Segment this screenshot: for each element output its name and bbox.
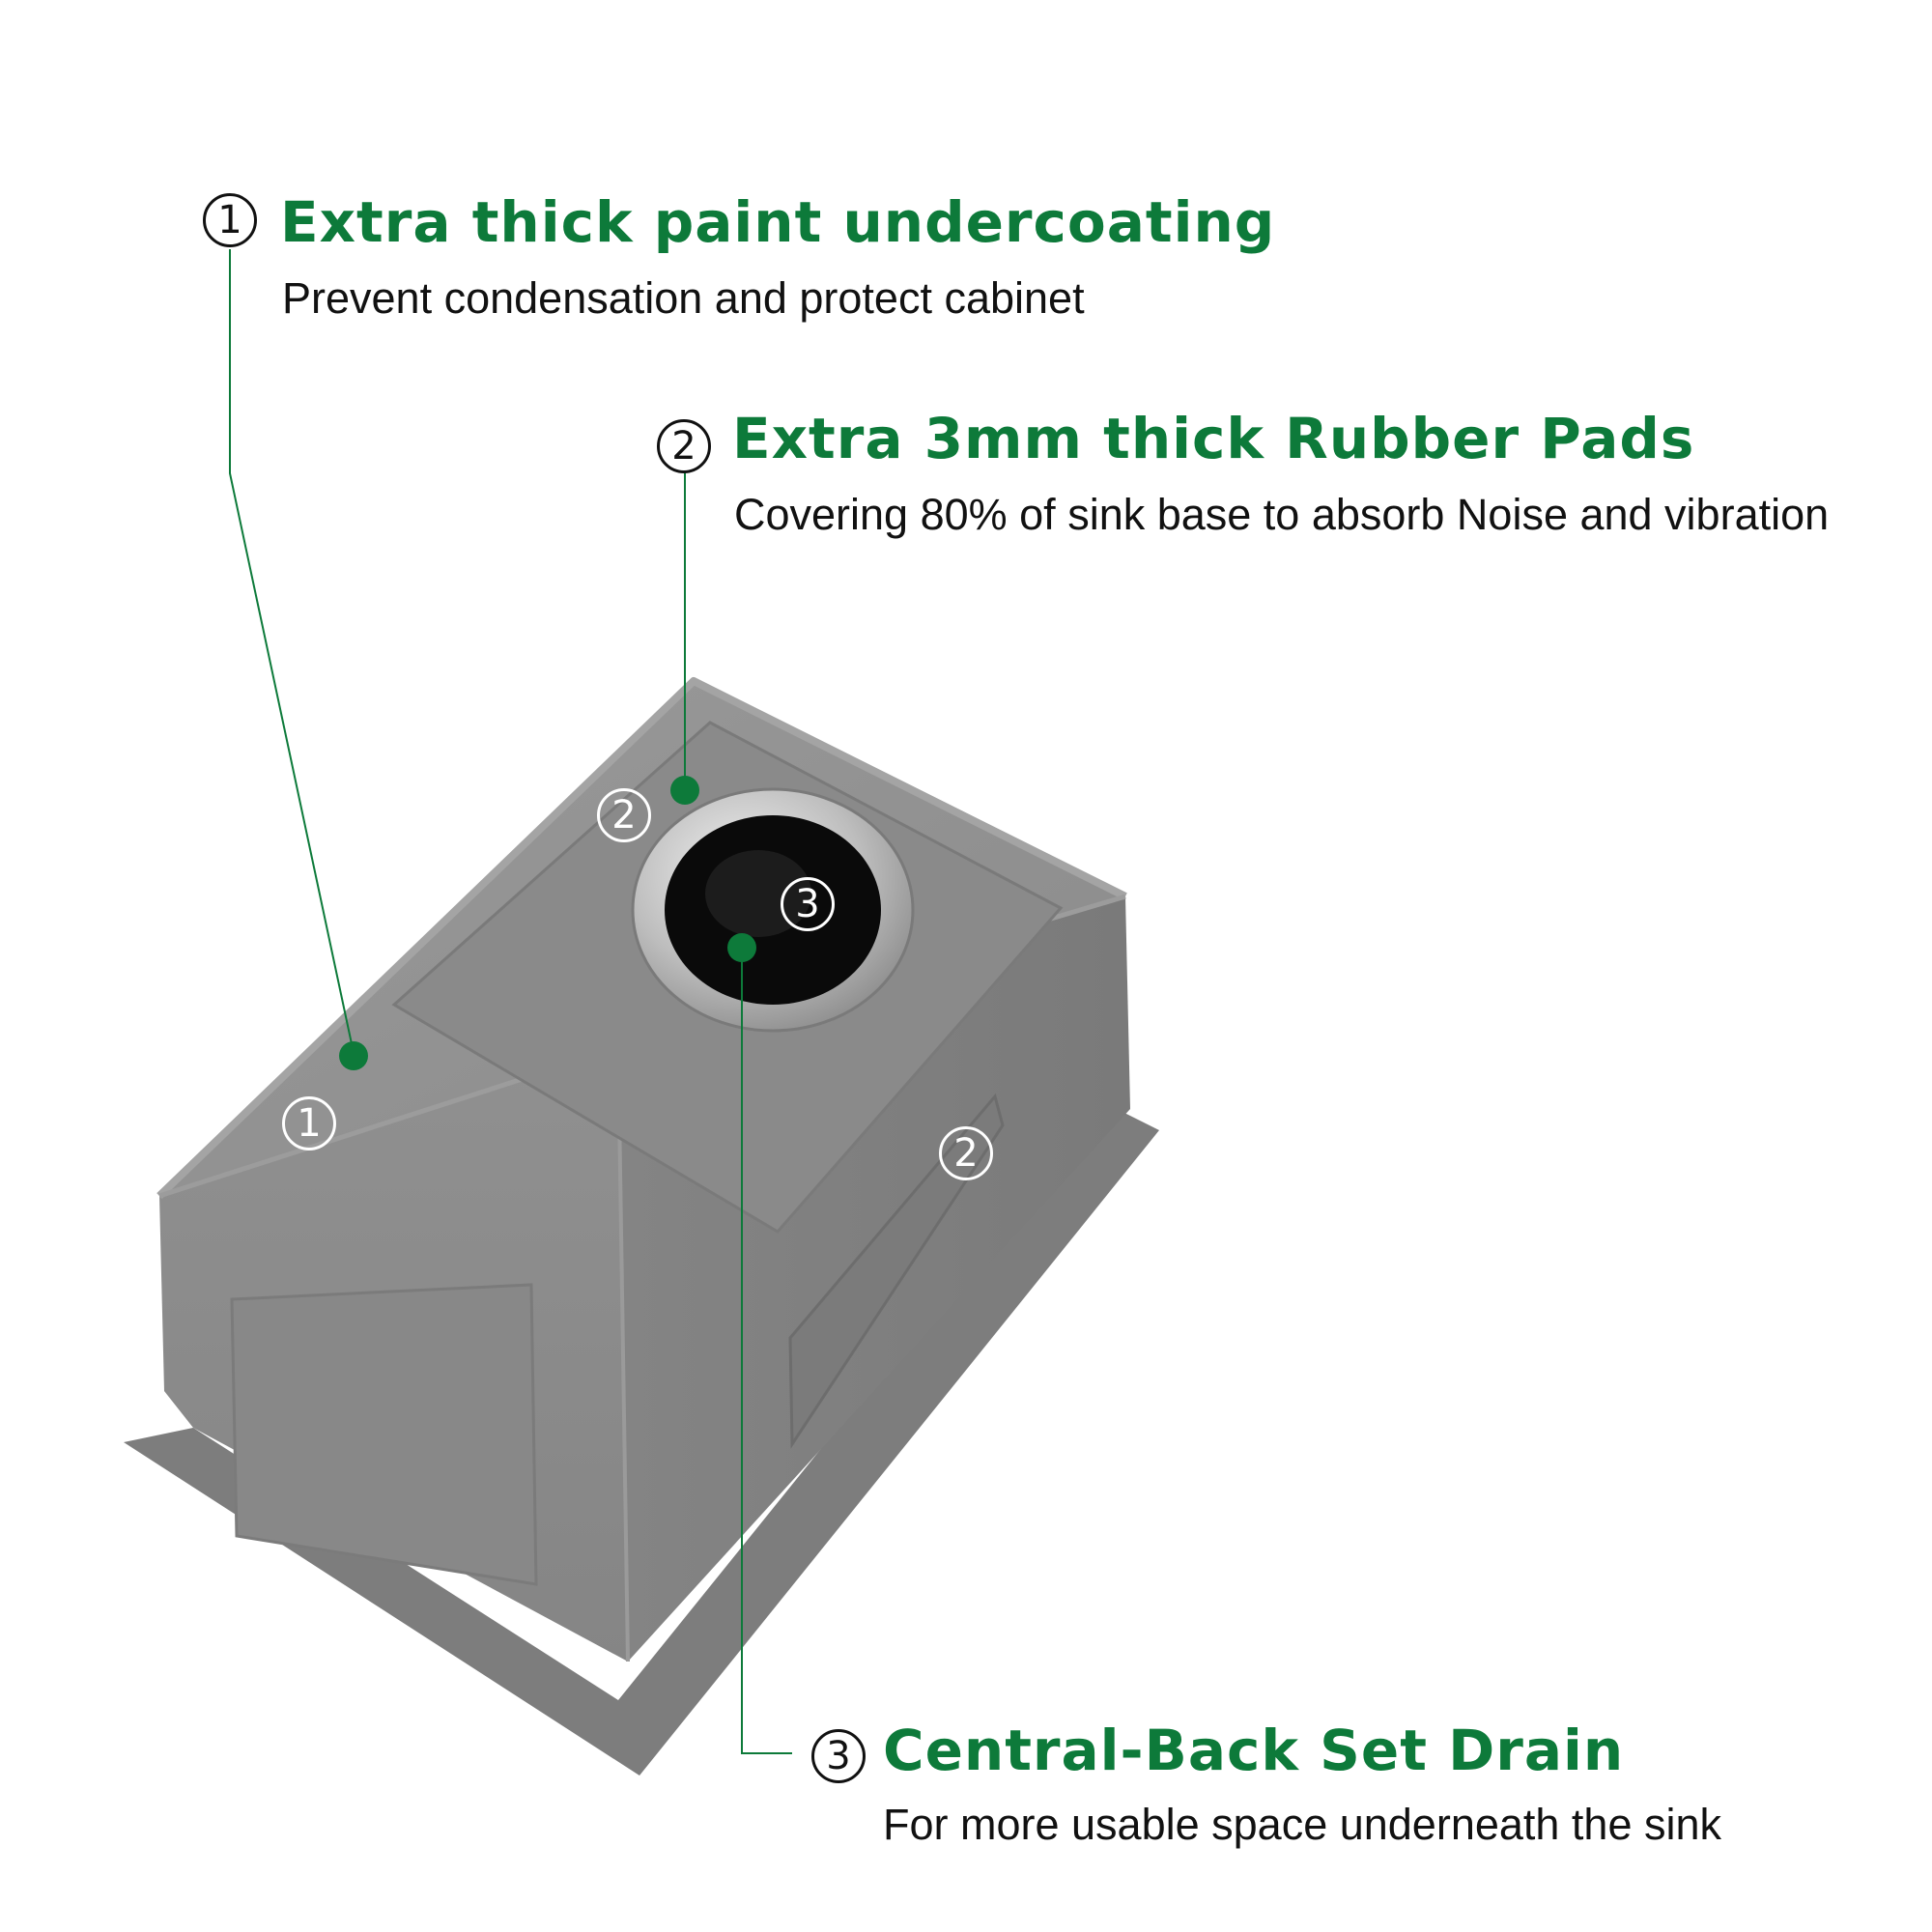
- marker-dot-3: [727, 933, 756, 962]
- rubber-pad-front: [230, 1283, 538, 1586]
- callout-description-3: For more usable space underneath the sin…: [883, 1800, 1722, 1849]
- callout-description-2: Covering 80% of sink base to absorb Nois…: [734, 490, 1830, 539]
- callout-description-1: Prevent condensation and protect cabinet: [282, 273, 1085, 323]
- leader-line-1: [229, 249, 355, 1054]
- callout-number-3: 3: [811, 1729, 866, 1783]
- leader-line-3: [741, 948, 792, 1754]
- callout-number-1: 1: [203, 193, 257, 247]
- photo-marker-2-top: 2: [597, 788, 651, 842]
- marker-dot-2: [670, 776, 699, 805]
- photo-marker-3: 3: [781, 877, 835, 931]
- callout-title-1: Extra thick paint undercoating: [280, 189, 1276, 255]
- rubber-pad-side: [788, 1093, 1005, 1449]
- callout-number-2: 2: [657, 419, 711, 473]
- marker-dot-1: [339, 1041, 368, 1070]
- photo-marker-2-side: 2: [939, 1126, 993, 1180]
- photo-marker-1: 1: [282, 1096, 336, 1151]
- callout-title-3: Central-Back Set Drain: [883, 1718, 1625, 1783]
- callout-title-2: Extra 3mm thick Rubber Pads: [732, 406, 1695, 471]
- sink-flange: [124, 1101, 1159, 1776]
